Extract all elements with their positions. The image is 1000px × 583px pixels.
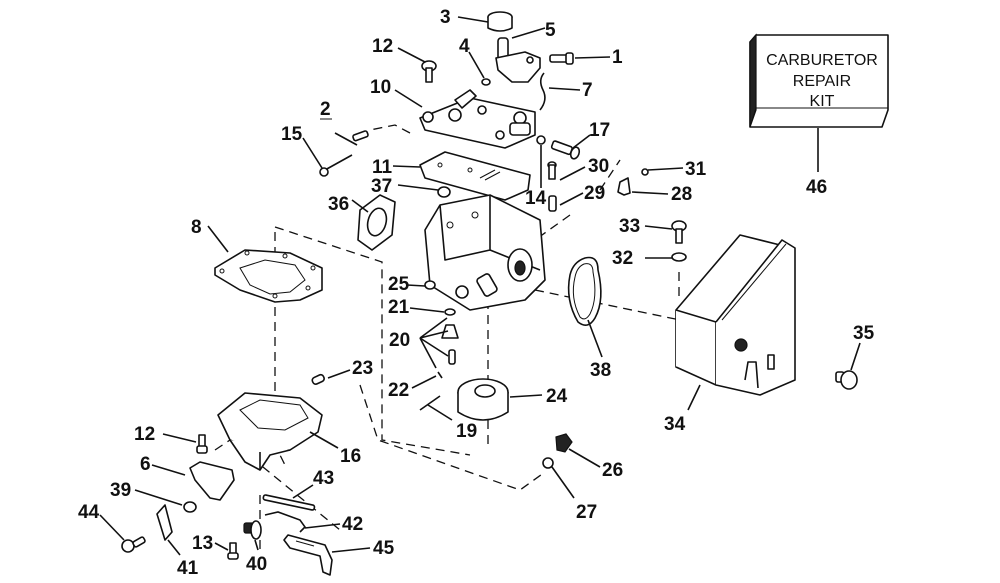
part-41-lever[interactable] bbox=[156, 504, 173, 541]
part-38-gasket[interactable] bbox=[567, 256, 602, 326]
part-2-spring[interactable] bbox=[352, 130, 369, 142]
callout-35[interactable]: 35 bbox=[853, 323, 875, 344]
callout-23[interactable]: 23 bbox=[352, 358, 373, 379]
callout-39[interactable]: 39 bbox=[110, 480, 131, 501]
callout-42[interactable]: 42 bbox=[342, 514, 363, 535]
part-25-fitting[interactable] bbox=[424, 280, 436, 290]
callout-32[interactable]: 32 bbox=[612, 248, 633, 269]
part-45-handle[interactable] bbox=[283, 534, 333, 576]
callout-5[interactable]: 5 bbox=[545, 20, 556, 41]
callout-27[interactable]: 27 bbox=[576, 502, 597, 523]
part-23-plug[interactable] bbox=[311, 373, 325, 385]
kit-label-line-1: CARBURETOR bbox=[766, 52, 878, 69]
callout-46[interactable]: 46 bbox=[806, 177, 827, 198]
callout-6[interactable]: 6 bbox=[140, 454, 151, 475]
part-37-nut[interactable] bbox=[437, 186, 451, 198]
callout-25[interactable]: 25 bbox=[388, 274, 410, 295]
part-30-screw[interactable] bbox=[547, 161, 557, 180]
callout-36[interactable]: 36 bbox=[328, 194, 349, 215]
carburetor-body[interactable] bbox=[424, 194, 546, 311]
part-22-clip[interactable] bbox=[437, 371, 443, 379]
callout-2[interactable]: 2 bbox=[320, 99, 331, 120]
part-36-gasket[interactable] bbox=[357, 194, 396, 251]
part-8-gasket[interactable] bbox=[214, 249, 323, 303]
callout-labels: 3 5 1 4 12 10 7 2 15 17 14 30 29 31 28 1… bbox=[78, 7, 875, 579]
part-31-screw[interactable] bbox=[641, 168, 649, 176]
part-44-screw[interactable] bbox=[121, 536, 146, 553]
callout-4[interactable]: 4 bbox=[459, 36, 470, 57]
part-40-knob[interactable] bbox=[243, 520, 262, 540]
part-26-drain-screw[interactable] bbox=[555, 433, 573, 453]
part-10-cover[interactable] bbox=[419, 89, 536, 149]
callout-19[interactable]: 19 bbox=[456, 421, 477, 442]
callout-40[interactable]: 40 bbox=[246, 554, 267, 575]
part-16-adapter[interactable] bbox=[217, 392, 323, 471]
callout-43[interactable]: 43 bbox=[313, 468, 334, 489]
part-28-clip[interactable] bbox=[617, 177, 631, 196]
callout-44[interactable]: 44 bbox=[78, 502, 100, 523]
callout-38[interactable]: 38 bbox=[590, 360, 611, 381]
part-42-link[interactable] bbox=[264, 511, 307, 533]
callout-24[interactable]: 24 bbox=[546, 386, 568, 407]
leader-lines bbox=[99, 16, 861, 556]
part-34-silencer[interactable] bbox=[675, 234, 796, 396]
callout-13[interactable]: 13 bbox=[192, 533, 213, 554]
part-20-needle-and-seat[interactable] bbox=[441, 324, 459, 365]
callout-33[interactable]: 33 bbox=[619, 216, 640, 237]
callout-30[interactable]: 30 bbox=[588, 156, 609, 177]
callout-3[interactable]: 3 bbox=[440, 7, 451, 28]
callout-26[interactable]: 26 bbox=[602, 460, 623, 481]
callout-34[interactable]: 34 bbox=[664, 414, 686, 435]
callout-41[interactable]: 41 bbox=[177, 558, 199, 579]
part-29-spring[interactable] bbox=[548, 195, 557, 212]
kit-label-line-3: KIT bbox=[810, 93, 835, 110]
part-35-plug[interactable] bbox=[835, 370, 858, 390]
part-5-lever[interactable] bbox=[495, 37, 541, 83]
callout-21[interactable]: 21 bbox=[388, 297, 410, 318]
callout-10[interactable]: 10 bbox=[370, 77, 391, 98]
part-3-cap[interactable] bbox=[487, 11, 513, 32]
part-39-washer[interactable] bbox=[183, 501, 197, 513]
part-1-screw[interactable] bbox=[549, 52, 574, 65]
part-43-rod[interactable] bbox=[262, 494, 316, 511]
part-17-screw[interactable] bbox=[550, 140, 581, 161]
callout-17[interactable]: 17 bbox=[589, 120, 610, 141]
callout-12-lower[interactable]: 12 bbox=[134, 424, 155, 445]
part-33-screw[interactable] bbox=[671, 220, 687, 244]
callout-28[interactable]: 28 bbox=[671, 184, 692, 205]
part-12-screw-lower[interactable] bbox=[196, 434, 208, 454]
part-32-washer[interactable] bbox=[671, 252, 687, 262]
part-4-o-ring[interactable] bbox=[481, 78, 491, 86]
kit-label-line-2: REPAIR bbox=[793, 73, 851, 90]
callout-8[interactable]: 8 bbox=[191, 217, 202, 238]
callout-31[interactable]: 31 bbox=[685, 159, 707, 180]
repair-kit-box[interactable]: CARBURETOR REPAIR KIT bbox=[749, 33, 889, 128]
part-11-gasket[interactable] bbox=[419, 151, 531, 201]
callout-11[interactable]: 11 bbox=[372, 157, 393, 178]
callout-1[interactable]: 1 bbox=[612, 47, 623, 68]
callout-15[interactable]: 15 bbox=[281, 124, 303, 145]
part-24-float[interactable] bbox=[457, 378, 509, 421]
part-12-screw-top[interactable] bbox=[421, 60, 437, 83]
part-21-gasket[interactable] bbox=[444, 308, 456, 316]
part-15-needle-screw[interactable] bbox=[319, 154, 353, 177]
part-6-bracket[interactable] bbox=[189, 461, 235, 501]
callout-20[interactable]: 20 bbox=[389, 330, 410, 351]
part-13-screw[interactable] bbox=[227, 542, 239, 560]
part-14-washer[interactable] bbox=[536, 135, 546, 145]
callout-37[interactable]: 37 bbox=[371, 176, 392, 197]
callout-12-top[interactable]: 12 bbox=[372, 36, 393, 57]
callout-29[interactable]: 29 bbox=[584, 183, 605, 204]
callout-22[interactable]: 22 bbox=[388, 380, 409, 401]
callout-14[interactable]: 14 bbox=[525, 188, 547, 209]
callout-16[interactable]: 16 bbox=[340, 446, 361, 467]
part-19-pin[interactable] bbox=[419, 395, 441, 411]
part-27-washer[interactable] bbox=[542, 457, 554, 469]
callout-45[interactable]: 45 bbox=[373, 538, 395, 559]
callout-7[interactable]: 7 bbox=[582, 80, 593, 101]
part-7-link[interactable] bbox=[539, 72, 546, 111]
